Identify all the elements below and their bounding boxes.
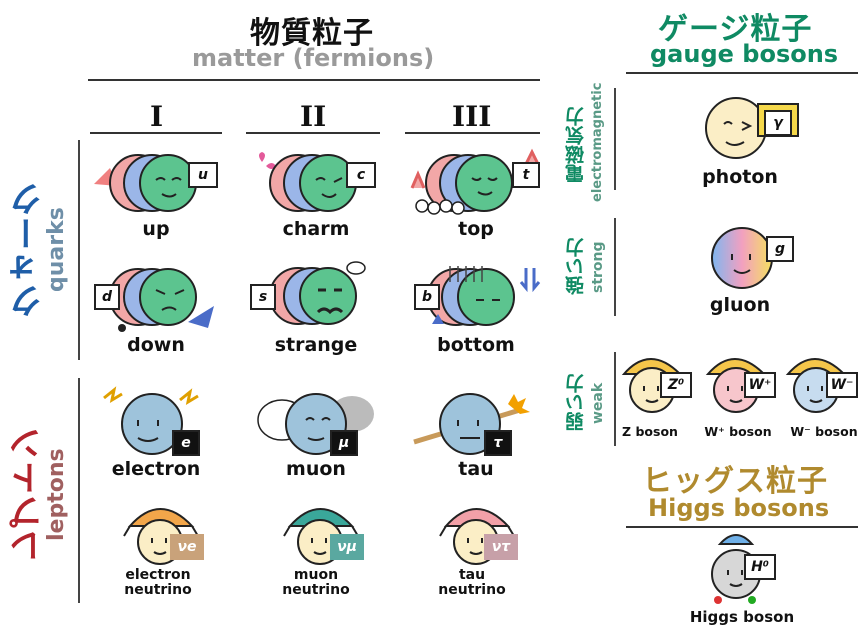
higgs-title-en: Higgs bosons xyxy=(648,494,830,522)
strange-name: strange xyxy=(274,334,358,356)
muon-symbol-sign: μ xyxy=(330,430,358,456)
down-name: down xyxy=(127,334,185,356)
leptons-label-en: leptons xyxy=(44,448,69,542)
force-weak-en: weak xyxy=(590,382,606,424)
w-plus-boson-symbol-sign: W⁺ xyxy=(744,372,776,398)
force-em-jp: 電磁気力 xyxy=(565,107,587,183)
leptons-bracket xyxy=(78,378,80,603)
higgs-symbol-sign: H⁰ xyxy=(744,554,776,580)
bottom-quark-icon xyxy=(427,266,541,326)
w-minus-boson-symbol-sign: W⁻ xyxy=(826,372,858,398)
electron-neutrino-symbol-sign: νe xyxy=(170,534,204,560)
electron-name: electron xyxy=(111,458,201,480)
generation-2-label: II xyxy=(300,100,327,133)
tau-lepton-icon xyxy=(413,393,530,455)
muon-name: muon xyxy=(286,458,346,480)
down-quark-icon xyxy=(109,268,214,332)
weak-bracket xyxy=(614,352,616,446)
charm-name: charm xyxy=(282,218,350,240)
muon-neutrino-name-line2: neutrino xyxy=(282,582,350,598)
z-boson-name: Z boson xyxy=(622,424,678,439)
tau-neutrino-name-line2: neutrino xyxy=(438,582,506,598)
tau-neutrino-symbol-sign: ντ xyxy=(484,534,518,560)
electron-neutrino-name-line1: electron xyxy=(125,567,191,583)
matter-divider xyxy=(88,79,540,81)
quarks-label-en: quarks xyxy=(44,207,69,293)
gauge-title-jp: ゲージ粒子 xyxy=(658,12,813,47)
muon-neutrino-symbol-sign: νμ xyxy=(330,534,364,560)
higgs-title-jp: ヒッグス粒子 xyxy=(642,464,828,499)
photon-symbol-sign: γ xyxy=(764,110,792,136)
gauge-title-en: gauge bosons xyxy=(650,40,839,68)
gen2-underline xyxy=(246,132,380,134)
charm-symbol-sign: c xyxy=(346,162,376,188)
strange-quark-icon xyxy=(269,261,366,325)
gluon-name: gluon xyxy=(709,294,771,316)
electron-neutrino-name-line2: neutrino xyxy=(124,582,192,598)
electron-lepton-icon xyxy=(103,386,199,455)
force-em-en: electromagnetic xyxy=(590,82,605,202)
photon-boson-icon xyxy=(705,97,799,159)
w-minus-boson-name: W⁻ boson xyxy=(790,424,858,439)
electron-symbol-sign: e xyxy=(172,430,200,456)
gauge-divider xyxy=(626,72,858,74)
charm-quark-icon xyxy=(259,152,357,212)
gluon-symbol-sign: g xyxy=(766,236,794,262)
top-name: top xyxy=(458,218,494,240)
up-name: up xyxy=(142,218,170,240)
top-symbol-sign: t xyxy=(512,162,540,188)
higgs-name: Higgs boson xyxy=(689,608,795,626)
tau-name: tau xyxy=(458,458,494,480)
em-bracket xyxy=(614,88,616,190)
force-strong-en: strong xyxy=(590,241,606,293)
up-symbol-sign: u xyxy=(188,162,218,188)
strange-symbol-sign: s xyxy=(250,284,276,310)
tau-neutrino-name-line1: tau xyxy=(458,567,486,583)
muon-neutrino-name-line1: muon xyxy=(293,567,339,583)
bottom-symbol-sign: b xyxy=(414,284,440,310)
higgs-divider xyxy=(626,526,858,528)
generation-1-label: I xyxy=(150,100,164,133)
muon-lepton-icon xyxy=(257,393,374,455)
down-symbol-sign: d xyxy=(94,284,120,310)
photon-name: photon xyxy=(702,166,778,188)
tau-symbol-sign: τ xyxy=(484,430,512,456)
quarks-bracket xyxy=(78,140,80,360)
bottom-name: bottom xyxy=(437,334,515,356)
matter-title-jp: 物質粒子 xyxy=(250,16,374,51)
w-plus-boson-name: W⁺ boson xyxy=(704,424,772,439)
z-boson-symbol-sign: Z⁰ xyxy=(660,372,692,398)
gen1-underline xyxy=(90,132,222,134)
top-quark-icon xyxy=(410,148,540,215)
gluon-boson-icon xyxy=(711,227,773,289)
generation-3-label: III xyxy=(452,100,492,133)
force-weak-jp: 弱い力 xyxy=(565,374,587,432)
gen3-underline xyxy=(405,132,540,134)
strong-bracket xyxy=(614,218,616,316)
matter-title-en: matter (fermions) xyxy=(192,44,435,72)
force-strong-jp: 強い力 xyxy=(565,238,587,296)
